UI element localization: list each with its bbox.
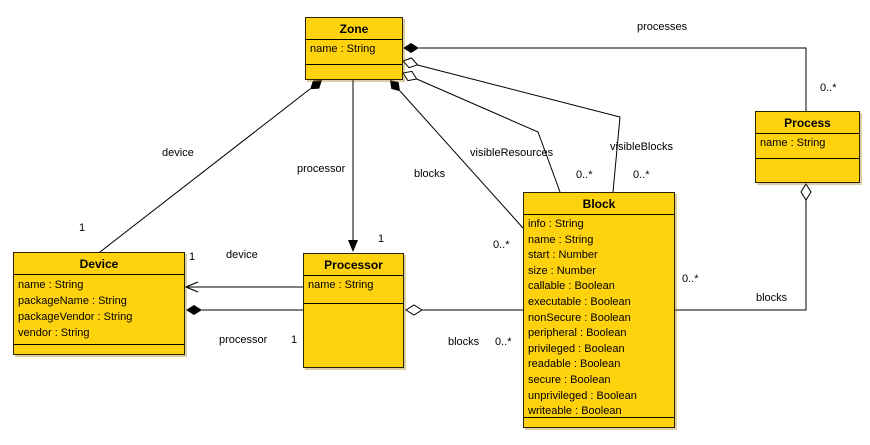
multiplicity-blocks-zone: 0..* <box>493 239 510 251</box>
attribute: info : String <box>528 218 584 230</box>
role-label-processor-device: processor <box>219 334 268 346</box>
class-title: Block <box>524 193 674 215</box>
attribute: size : Number <box>528 264 596 277</box>
edge-zone-visible-blocks[interactable] <box>417 64 621 193</box>
class-device[interactable]: Device name : String packageName : String… <box>13 252 185 355</box>
multiplicity-blocks-process: 0..* <box>682 273 699 285</box>
attribute: readable : Boolean <box>528 358 621 371</box>
multiplicity-processor-device: 1 <box>291 334 298 346</box>
role-label-blocks-process: blocks <box>756 292 788 304</box>
class-operations-compartment <box>756 158 859 182</box>
multiplicity-visible-blocks: 0..* <box>633 169 650 181</box>
edge-zone-blocks[interactable] <box>399 90 524 229</box>
role-label-processor-zone: processor <box>297 163 346 175</box>
class-operations-compartment <box>304 303 403 367</box>
role-label-blocks-zone: blocks <box>414 168 446 180</box>
attribute: secure : Boolean <box>528 373 611 386</box>
attribute: name : String <box>308 279 374 291</box>
class-attributes: name : String <box>306 40 402 64</box>
class-attributes: name : String packageName : String package… <box>14 275 184 344</box>
class-attributes: name : String <box>304 276 403 303</box>
multiplicity-blocks-processor: 0..* <box>495 336 512 348</box>
edge-zone-processes[interactable] <box>419 47 807 111</box>
composition-diamond-icon <box>310 80 322 90</box>
aggregation-diamond-icon <box>405 304 423 316</box>
edge-zone-device[interactable] <box>99 88 311 253</box>
class-title: Zone <box>306 18 402 40</box>
role-label-device-processor: device <box>226 249 258 261</box>
class-title: Process <box>756 112 859 134</box>
attribute: peripheral : Boolean <box>528 327 627 340</box>
aggregation-diamond-icon <box>800 183 812 201</box>
multiplicity-visible-resources: 0..* <box>576 169 593 181</box>
attribute: name : String <box>18 279 84 291</box>
composition-diamond-icon <box>390 80 400 92</box>
class-zone[interactable]: Zone name : String <box>305 17 403 80</box>
role-label-blocks-processor: blocks <box>448 336 480 348</box>
class-attributes: info : String name : String start : Number… <box>524 215 674 417</box>
class-block[interactable]: Block info : String name : String start : … <box>523 192 675 428</box>
class-operations-compartment <box>306 64 402 79</box>
multiplicity-processor-zone: 1 <box>378 233 385 245</box>
arrowhead-icon <box>348 240 358 252</box>
role-label-processes: processes <box>637 21 688 33</box>
attribute: executable : Boolean <box>528 295 631 308</box>
attribute: name : String <box>528 233 594 246</box>
attribute: nonSecure : Boolean <box>528 311 631 324</box>
attribute: unprivileged : Boolean <box>528 389 637 402</box>
class-process[interactable]: Process name : String <box>755 111 860 183</box>
class-title: Processor <box>304 254 403 276</box>
multiplicity-device-processor: 1 <box>189 251 196 263</box>
role-label-device-zone: device <box>162 147 194 159</box>
multiplicity-processes: 0..* <box>820 82 837 94</box>
attribute: packageName : String <box>18 295 127 307</box>
attribute: callable : Boolean <box>528 280 615 293</box>
edge-process-blocks[interactable] <box>675 200 807 311</box>
attribute: privileged : Boolean <box>528 342 625 355</box>
aggregation-diamond-icon <box>402 57 419 69</box>
class-operations-compartment <box>524 417 674 427</box>
attribute: packageVendor : String <box>18 311 133 323</box>
class-attributes: name : String <box>756 134 859 158</box>
edge-zone-visible-resources[interactable] <box>416 78 561 193</box>
aggregation-diamond-icon <box>402 70 418 82</box>
attribute: vendor : String <box>18 327 90 339</box>
attribute: start : Number <box>528 249 598 262</box>
attribute: writeable : Boolean <box>528 405 622 417</box>
class-operations-compartment <box>14 344 184 354</box>
role-label-visible-resources: visibleResources <box>470 147 554 159</box>
attribute: name : String <box>760 137 826 149</box>
class-processor[interactable]: Processor name : String <box>303 253 404 368</box>
open-arrowhead-icon <box>184 281 199 293</box>
composition-diamond-icon <box>186 305 202 315</box>
class-title: Device <box>14 253 184 275</box>
role-label-visible-blocks: visibleBlocks <box>610 141 673 153</box>
composition-diamond-icon <box>403 43 419 53</box>
attribute: name : String <box>310 43 376 55</box>
multiplicity-device-zone: 1 <box>79 222 86 234</box>
